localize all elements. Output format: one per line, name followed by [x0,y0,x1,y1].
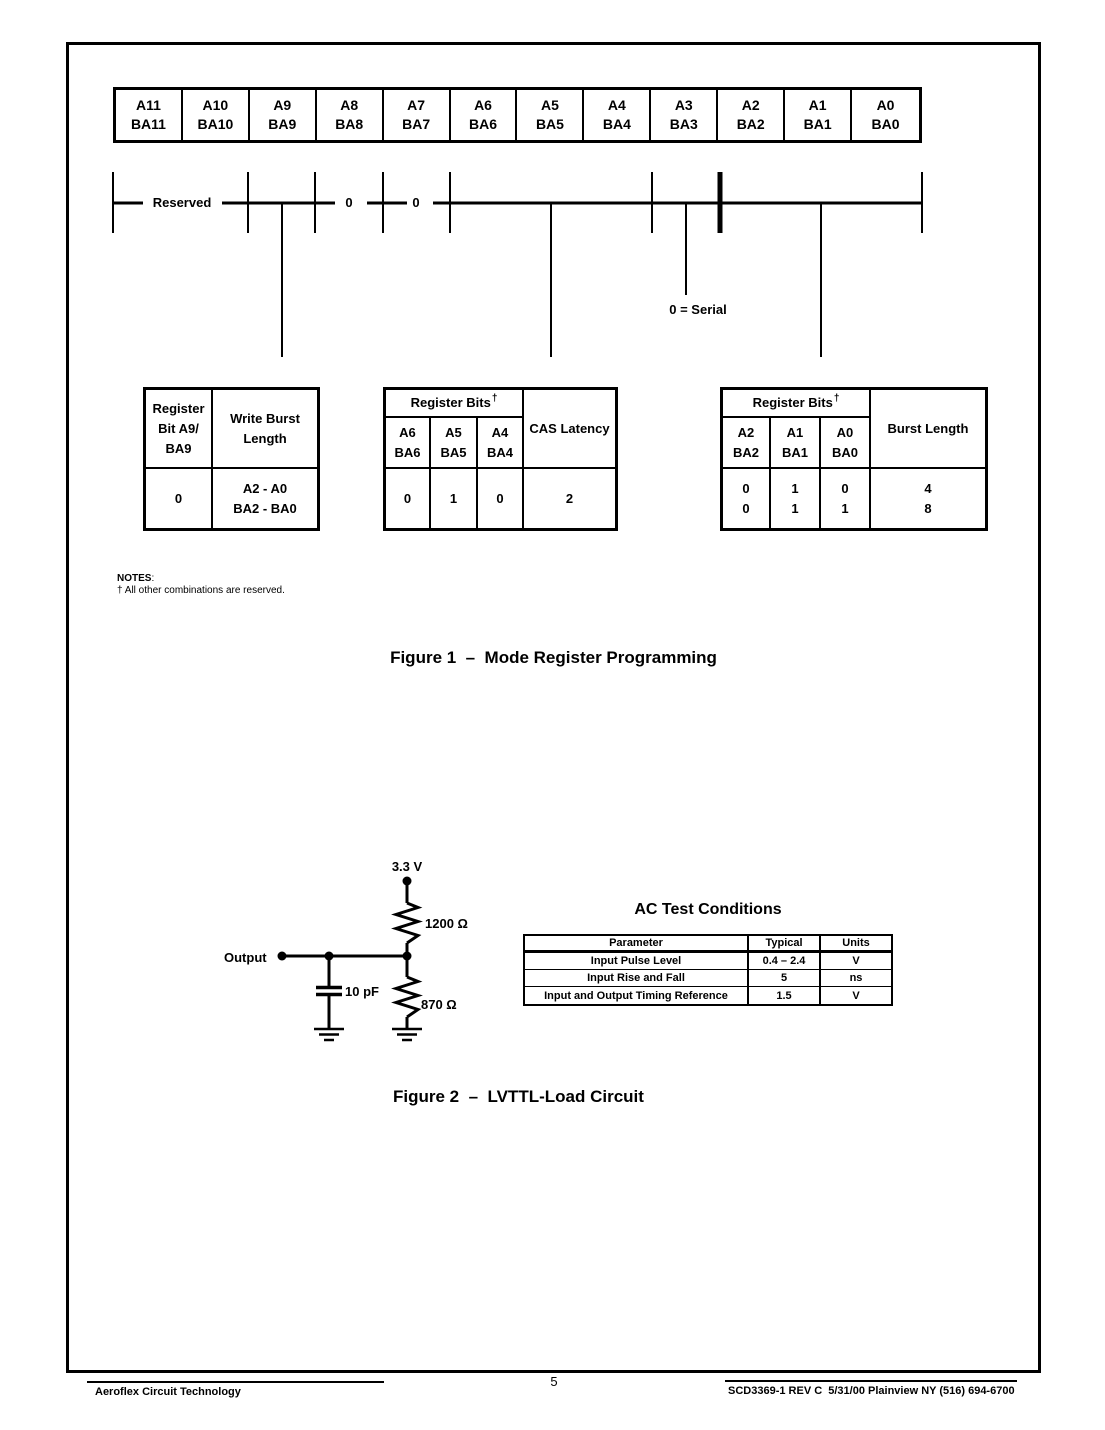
burst-length-table: Register Bits† Burst Length A2 BA2 A1 BA… [720,387,988,531]
mode-register-diagram [112,172,923,357]
cas-data-a5: 1 [431,469,478,528]
ac-row1-parameter: Input Pulse Level [525,953,749,970]
write-burst-row-value: A2 - A0 BA2 - BA0 [233,480,297,516]
cas-latency-value-header: CAS Latency [524,390,615,469]
dagger-mark: † [833,393,840,404]
cas-sub-header-a5: A5 BA5 [431,418,478,469]
serial-label: 0 = Serial [660,303,736,317]
a8-zero-label: 0 [341,196,357,210]
diagram-ticks [112,172,923,233]
footer-page-number: 5 [550,1374,558,1389]
address-bit-cell-a1: A1 BA1 [785,90,853,140]
ac-col-header-typical: Typical [749,936,821,953]
footer-company: Aeroflex Circuit Technology [95,1386,241,1398]
dagger-mark: † [491,393,498,404]
notes: NOTES: † All other combinations are rese… [117,573,285,597]
figure1-caption: Figure 1 – Mode Register Programming [390,648,717,667]
address-bit-cell-a4: A4 BA4 [584,90,652,140]
notes-label: NOTES [117,573,152,584]
capacitor-10pf [316,985,342,997]
ac-col-header-units: Units [821,936,891,953]
burst-data-value: 4 8 [924,480,932,516]
ac-test-conditions-title: AC Test Conditions [634,901,782,918]
reserved-label: Reserved [146,196,218,210]
lvttl-load-circuit [277,876,423,1042]
address-bit-cell-a2: A2 BA2 [718,90,786,140]
register-bits-label: Register Bits [752,395,833,410]
address-bit-cell-a6: A6 BA6 [451,90,518,140]
ac-row3-parameter: Input and Output Timing Reference [525,987,749,1004]
ac-col-header-parameter: Parameter [525,936,749,953]
page-border [66,42,1041,1373]
supply-voltage-label: 3.3 V [391,859,423,874]
cas-data-value: 2 [565,490,574,506]
capacitor-label: 10 pF [345,984,379,999]
burst-data-a2: 0 0 [723,469,771,528]
resistor-1200 [391,901,423,945]
resistor-870 [391,975,423,1019]
address-bit-table: A11 BA11 A10 BA10 A9 BA9 A8 BA8 A7 BA7 A… [113,87,922,143]
resistor-870-label: 870 Ω [421,997,457,1012]
ac-row3-units: V [852,989,860,1002]
output-label: Output [224,950,267,965]
cas-data-a4: 0 [478,469,524,528]
write-burst-header-value: Write Burst Length [213,390,317,469]
a7-zero-label: 0 [408,196,424,210]
cas-latency-group-header: Register Bits† [386,390,524,418]
register-bits-label: Register Bits [410,395,491,410]
footer-docinfo: SCD3369-1 REV C 5/31/00 Plainview NY (51… [728,1385,1015,1397]
burst-sub-header-a0: A0 BA0 [821,418,871,469]
address-bit-cell-a9: A9 BA9 [250,90,317,140]
footer-left-rule [87,1381,384,1383]
address-bit-cell-a11: A11 BA11 [116,90,183,140]
ac-row1-units: V [821,953,891,970]
ground-symbol-resistor [392,1027,422,1042]
ac-row2-units: ns [821,970,891,987]
burst-data-a1: 1 1 [771,469,821,528]
supply-node-dot [402,876,412,886]
address-bit-cell-a0: A0 BA0 [871,97,900,132]
burst-sub-header-a2: A2 BA2 [723,418,771,469]
ac-row2-parameter: Input Rise and Fall [525,970,749,987]
cas-sub-header-a4: A4 BA4 [478,418,524,469]
burst-data-a0: 0 1 [821,469,871,528]
address-bit-cell-a8: A8 BA8 [317,90,384,140]
ac-test-conditions-table: Parameter Typical Units Input Pulse Leve… [523,934,893,1006]
address-bit-cell-a5: A5 BA5 [517,90,585,140]
ground-symbol-capacitor [314,1027,344,1042]
cas-data-a6: 0 [386,469,431,528]
address-bit-cell-a3: A3 BA3 [651,90,719,140]
burst-length-group-header: Register Bits† [723,390,871,418]
write-burst-header-bit: Register Bit A9/ BA9 [146,390,213,469]
notes-colon: : [151,573,155,584]
address-bit-cell-a7: A7 BA7 [384,90,451,140]
cas-sub-header-a6: A6 BA6 [386,418,431,469]
burst-sub-header-a1: A1 BA1 [771,418,821,469]
note-item: † All other combinations are reserved. [117,585,285,596]
write-burst-table: Register Bit A9/ BA9 Write Burst Length … [143,387,320,531]
output-node-dot [277,951,287,961]
cas-latency-table: Register Bits† CAS Latency A6 BA6 A5 BA5… [383,387,618,531]
address-bit-cell-a10: A10 BA10 [183,90,250,140]
write-burst-row-bit: 0 [146,469,213,528]
ac-row2-typical: 5 [749,970,821,987]
burst-length-value-header: Burst Length [871,390,985,469]
figure2-caption: Figure 2 – LVTTL-Load Circuit [393,1087,644,1106]
ac-row1-typical: 0.4 – 2.4 [749,953,821,970]
resistor-1200-label: 1200 Ω [425,916,468,931]
notes-heading: NOTES: [117,573,285,585]
ac-row3-typical: 1.5 [749,987,821,1004]
footer-right-rule [725,1380,1017,1382]
